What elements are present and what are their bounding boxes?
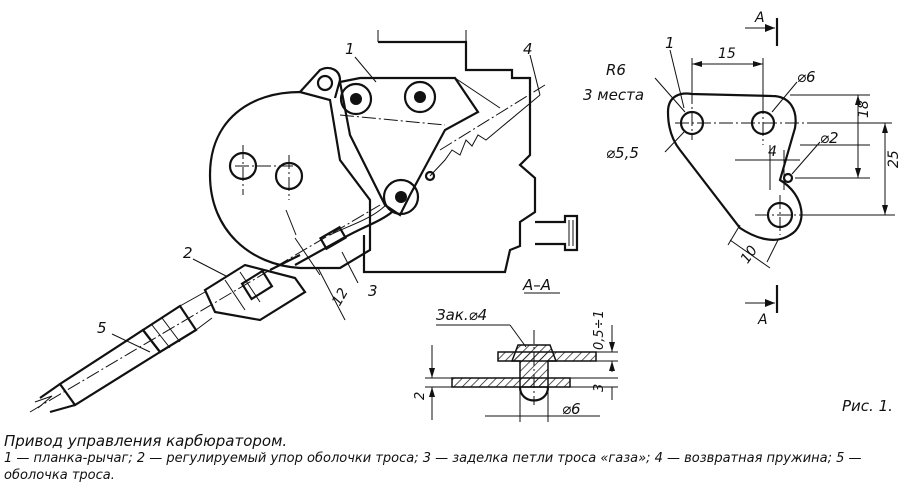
- caption-title: Привод управления карбюратором.: [4, 432, 288, 450]
- assembly-view: [29, 30, 579, 414]
- section-mark-bottom: A: [757, 312, 768, 328]
- cable-sheath: [34, 291, 213, 414]
- lever-dim-25: 25: [886, 150, 902, 168]
- callout-3: 3: [368, 282, 378, 300]
- lever-dim-hole55: ⌀5,5: [606, 144, 639, 162]
- figure-label: Рис. 1.: [842, 397, 893, 415]
- section-rivet-note: Зак.⌀4: [436, 306, 487, 324]
- lever-radius-count: 3 места: [583, 86, 644, 104]
- lever-dim-hole2: ⌀2: [820, 129, 839, 147]
- lever-plate: [338, 76, 480, 217]
- dimension-12: 12: [329, 285, 352, 309]
- carburetor-body: [362, 40, 537, 274]
- section-dim-hole6: ⌀6: [562, 400, 581, 418]
- section-dim-3: 3: [592, 384, 607, 392]
- lever-dim-4: 4: [768, 144, 777, 160]
- lever-radius-note: R6: [606, 61, 626, 79]
- lever-dim-10: 10: [738, 243, 761, 267]
- carburetor-drive-drawing: 1 2 3 4 5 12: [29, 10, 902, 422]
- lever-detail-view: [654, 18, 895, 313]
- section-aa-view: [425, 292, 618, 422]
- section-mark-top: A: [754, 10, 765, 26]
- lever-callout-1: 1: [665, 34, 675, 52]
- callout-4: 4: [523, 40, 533, 58]
- fuel-fitting: [535, 214, 579, 252]
- section-title: А–А: [522, 276, 551, 294]
- callout-5: 5: [97, 319, 107, 337]
- section-dim-thickness: 0,5÷1: [592, 310, 607, 350]
- caption-legend: 1 — планка-рычаг; 2 — регулируемый упор …: [4, 451, 862, 483]
- section-dim-2: 2: [413, 392, 428, 400]
- throttle-sector: [208, 90, 372, 270]
- callout-1: 1: [345, 40, 355, 58]
- section-bottom-plate: [451, 377, 571, 388]
- lever-dim-18: 18: [856, 100, 872, 118]
- adjustable-stop: [203, 254, 307, 322]
- callout-2: 2: [183, 244, 193, 262]
- lever-dim-hole6: ⌀6: [797, 68, 816, 86]
- return-spring: [429, 94, 541, 177]
- cable-axis: [29, 204, 381, 413]
- lever-detail-outline: [666, 92, 803, 241]
- figure-caption: Привод управления карбюратором. 1 — план…: [4, 433, 914, 484]
- lever-dim-15: 15: [718, 46, 736, 62]
